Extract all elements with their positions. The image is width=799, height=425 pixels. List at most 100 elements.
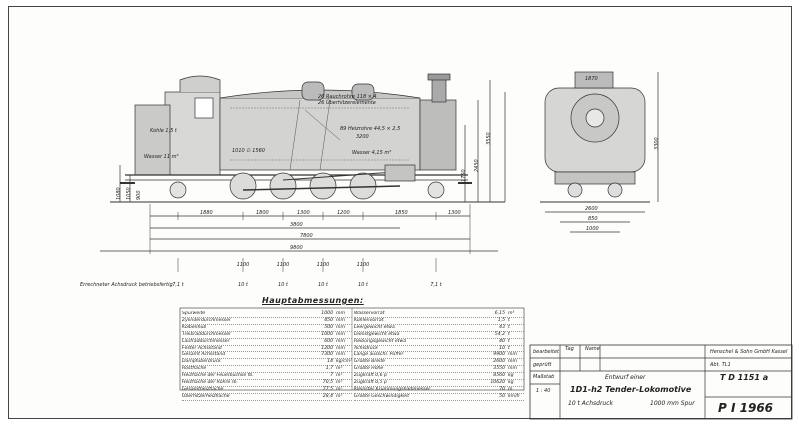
- tb-scale: 1 : 40: [536, 388, 551, 394]
- dim-total-wheelbase: 3800: [290, 222, 303, 228]
- spec-unit: mm: [508, 352, 517, 358]
- tb-entwurf: Entwurf einer: [605, 374, 646, 381]
- spec-lab: Spurweite: [182, 311, 206, 316]
- spec-unit: kg: [508, 373, 514, 379]
- spec-val: 600: [324, 338, 333, 344]
- spec-val: 1,7: [325, 366, 333, 372]
- spec-unit: kg/cm²: [336, 359, 352, 365]
- spec-val: 6,15: [494, 311, 505, 316]
- spec-val: 40: [499, 338, 505, 344]
- tb-massstab: Maßstab: [533, 374, 555, 380]
- height-dim-1080: 1080: [116, 187, 122, 200]
- tb-tag: Tag: [565, 346, 574, 352]
- dim-total-length: 7800: [300, 233, 313, 239]
- front-dim-2600: 2600: [585, 206, 598, 212]
- spec-val: 8560: [493, 373, 505, 379]
- spec-unit: t: [508, 317, 510, 323]
- tb-spur: 1000 mm Spur: [650, 400, 695, 407]
- spec-unit: km/h: [508, 393, 520, 399]
- spec-val: 10: [499, 345, 505, 351]
- spec-lab: Kohlenvorrat: [354, 317, 384, 323]
- spec-val: 54,2: [494, 331, 505, 337]
- dim-1300b: 1300: [448, 210, 461, 216]
- tb-loco-type: 1D1-h2 Tender-Lokomotive: [570, 385, 692, 394]
- axle-load-2: 10 t: [238, 282, 248, 288]
- annotation-wasser-left: Wasser 11 m³: [144, 154, 179, 160]
- spec-lab: Größte Höhe: [354, 366, 384, 372]
- spec-val: 7: [330, 373, 333, 379]
- dim-1300: 1300: [297, 210, 310, 216]
- spec-val: 70: [499, 386, 505, 392]
- specs-heading: Hauptabmessungen:: [262, 296, 364, 305]
- spec-unit: kg: [508, 380, 514, 386]
- spec-lab: Fester Achsstand: [182, 345, 222, 351]
- spec-unit: m²: [336, 393, 343, 399]
- tb-bearbeitet: bearbeitet: [533, 349, 560, 355]
- spec-lab: Dienstgewicht etwa: [354, 331, 400, 337]
- axle-load-4: 10 t: [318, 282, 328, 288]
- spec-unit: mm: [336, 352, 345, 358]
- height-dim-3550: 3550: [486, 132, 492, 145]
- dim-1800: 1800: [256, 210, 269, 216]
- spec-unit: t: [508, 331, 510, 337]
- spec-val: 500: [324, 324, 333, 330]
- spec-unit: m²: [336, 386, 343, 392]
- spec-lab: Heizfläche der Feuerbüchse fb.: [182, 373, 254, 379]
- spec-lab: Dampfüberdruck: [182, 359, 221, 365]
- spec-val: 28,4: [322, 393, 333, 399]
- spec-val: 14: [327, 359, 333, 365]
- axle-load-1: 7,1 t: [172, 282, 184, 288]
- spec-lab: Gesamtheizfläche: [182, 386, 224, 392]
- spec-lab: Treibraddurchmesser: [182, 331, 231, 337]
- spec-unit: mm: [336, 311, 345, 316]
- axle-spacing-4: 1100: [356, 262, 370, 268]
- spec-lab: Achsdruck: [354, 345, 378, 351]
- spec-val: 2600: [493, 359, 505, 365]
- front-dim-850: 850: [588, 216, 598, 222]
- axle-load-caption: Errechneter Achsdruck betriebsfertig: [80, 282, 173, 288]
- spec-unit: mm: [336, 331, 345, 337]
- axle-load-5: 10 t: [358, 282, 368, 288]
- spec-unit: m²: [336, 380, 343, 386]
- axle-load-3: 10 t: [278, 282, 288, 288]
- spec-unit: m: [508, 386, 513, 392]
- spec-lab: Zylinderdurchmesser: [182, 317, 231, 323]
- tb-abt: Abt. TL1: [710, 362, 731, 368]
- dim-1200: 1200: [337, 210, 350, 216]
- spec-unit: mm: [508, 366, 517, 372]
- tb-geprueft: geprüft: [533, 362, 552, 368]
- spec-val: 3550: [493, 366, 505, 372]
- spec-unit: t: [508, 338, 510, 344]
- height-dim-1050: 1050: [126, 187, 132, 200]
- dim-1850: 1850: [395, 210, 408, 216]
- spec-lab: Größte Geschwindigkeit: [354, 393, 410, 399]
- spec-lab: Größte Breite: [354, 359, 386, 365]
- spec-unit: m²: [336, 373, 343, 379]
- spec-unit: mm: [336, 338, 345, 344]
- spec-unit: mm: [336, 324, 345, 330]
- dim-overall-length: 9800: [290, 245, 303, 251]
- tb-name: Name: [585, 346, 600, 352]
- spec-val: 7300: [321, 352, 333, 358]
- annotation-wasser-right: Wasser 4,15 m³: [352, 150, 392, 156]
- height-dim-900: 900: [136, 190, 142, 200]
- annotation-boiler-dim: 1010 ∅ 1560: [232, 148, 265, 154]
- spec-lab: Zugkraft 0,5 p: [354, 380, 387, 386]
